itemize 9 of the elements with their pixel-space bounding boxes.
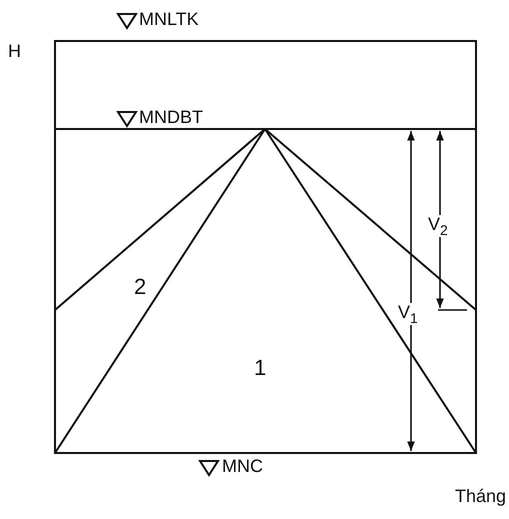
water-level-label: MNLTK xyxy=(139,10,199,28)
volume-label: V$_{1}$ xyxy=(398,303,418,325)
zone-label: 1 xyxy=(254,357,266,379)
axis-label: Tháng xyxy=(455,487,506,505)
volume-label: V$_{2}$ xyxy=(428,215,448,237)
zone-label: 2 xyxy=(134,276,146,298)
axis-label: H xyxy=(8,42,21,60)
water-level-label: MNC xyxy=(222,457,263,475)
water-level-label: MNDBT xyxy=(139,108,203,126)
